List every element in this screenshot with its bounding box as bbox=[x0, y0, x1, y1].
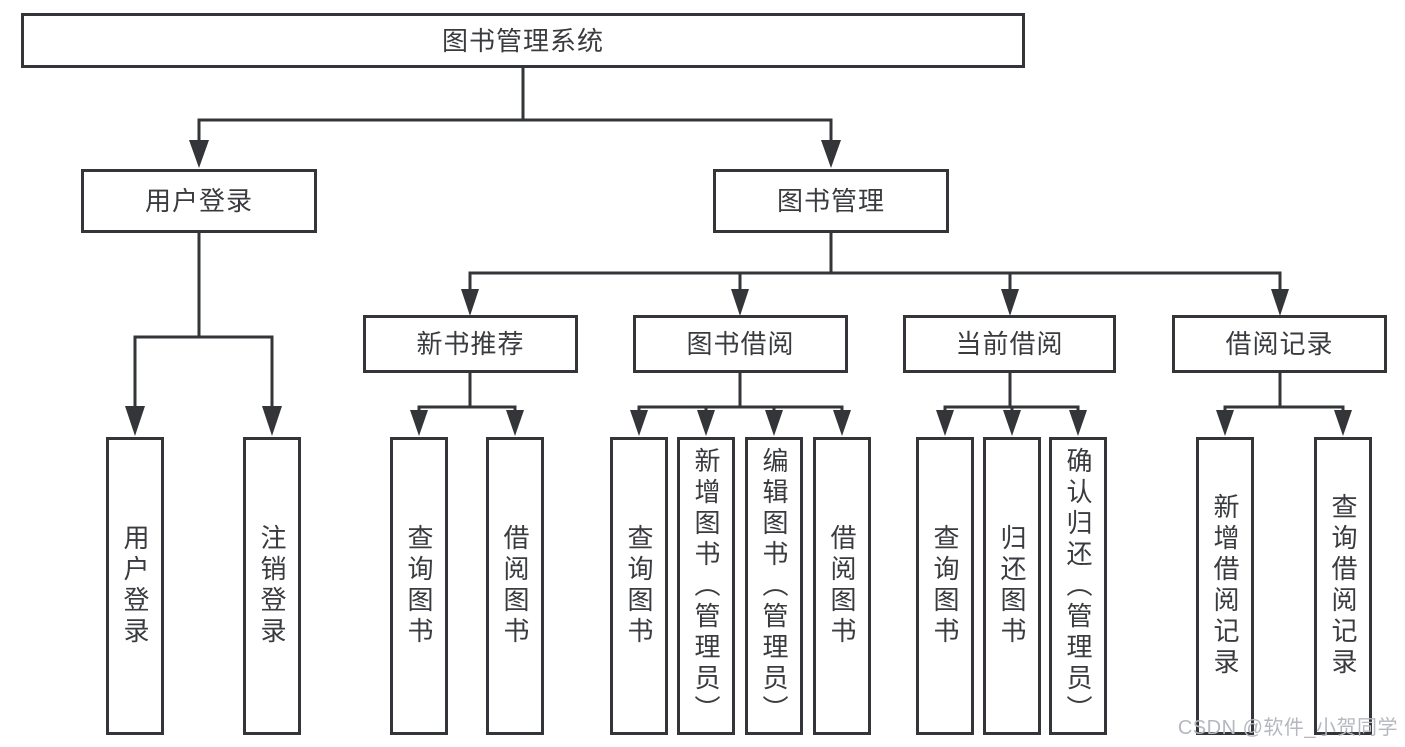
leaf-recommend-query-books: 查询图书 bbox=[390, 437, 448, 735]
leaf-records-add-record: 新增借阅记录 bbox=[1196, 437, 1254, 735]
leaf-current-query-books: 查询图书 bbox=[916, 437, 974, 735]
leaf-logout-login: 注销登录 bbox=[243, 437, 301, 735]
node-library-system: 图书管理系统 bbox=[21, 13, 1025, 68]
node-user-login: 用户登录 bbox=[81, 169, 317, 233]
leaf-borrowing-add-books-admin-label: 新增图书（管理员） bbox=[691, 446, 721, 726]
node-library-system-label: 图书管理系统 bbox=[441, 25, 604, 56]
node-borrowing-records-label: 借阅记录 bbox=[1225, 329, 1334, 359]
leaf-borrowing-edit-books-admin-label: 编辑图书（管理员） bbox=[759, 446, 789, 726]
leaf-current-confirm-return-admin: 确认归还（管理员） bbox=[1049, 437, 1107, 735]
leaf-recommend-borrow-books-label: 借阅图书 bbox=[500, 524, 530, 648]
csdn-watermark: CSDN @软件_小贺同学 bbox=[1177, 717, 1398, 739]
leaf-borrowing-borrow-books: 借阅图书 bbox=[813, 437, 871, 735]
node-book-management: 图书管理 bbox=[713, 169, 949, 233]
leaf-borrowing-query-books-label: 查询图书 bbox=[624, 524, 654, 648]
leaf-borrowing-borrow-books-label: 借阅图书 bbox=[827, 524, 857, 648]
node-book-borrowing-label: 图书借阅 bbox=[686, 329, 795, 359]
leaf-current-return-books: 归还图书 bbox=[983, 437, 1041, 735]
leaf-borrowing-query-books: 查询图书 bbox=[610, 437, 668, 735]
node-borrowing-records: 借阅记录 bbox=[1172, 315, 1387, 373]
leaf-current-confirm-return-admin-label: 确认归还（管理员） bbox=[1063, 446, 1093, 726]
leaf-current-query-books-label: 查询图书 bbox=[930, 524, 960, 648]
leaf-borrowing-add-books-admin: 新增图书（管理员） bbox=[677, 437, 735, 735]
node-new-book-recommend-label: 新书推荐 bbox=[416, 329, 525, 359]
leaf-current-return-books-label: 归还图书 bbox=[997, 524, 1027, 648]
leaf-user-login-label: 用户登录 bbox=[120, 524, 150, 648]
leaf-logout-login-label: 注销登录 bbox=[257, 524, 287, 648]
node-book-management-label: 图书管理 bbox=[776, 186, 885, 216]
node-current-borrowing-label: 当前借阅 bbox=[955, 329, 1064, 359]
node-user-login-label: 用户登录 bbox=[144, 186, 253, 216]
node-current-borrowing: 当前借阅 bbox=[903, 315, 1116, 373]
leaf-records-add-record-label: 新增借阅记录 bbox=[1210, 493, 1240, 679]
node-book-borrowing: 图书借阅 bbox=[633, 315, 848, 373]
node-new-book-recommend: 新书推荐 bbox=[363, 315, 578, 373]
leaf-user-login: 用户登录 bbox=[106, 437, 164, 735]
leaf-records-query-record-label: 查询借阅记录 bbox=[1328, 493, 1358, 679]
leaf-recommend-borrow-books: 借阅图书 bbox=[486, 437, 544, 735]
tree-edges bbox=[133, 66, 1345, 414]
leaf-records-query-record: 查询借阅记录 bbox=[1314, 437, 1372, 735]
leaf-recommend-query-books-label: 查询图书 bbox=[404, 524, 434, 648]
leaf-borrowing-edit-books-admin: 编辑图书（管理员） bbox=[745, 437, 803, 735]
